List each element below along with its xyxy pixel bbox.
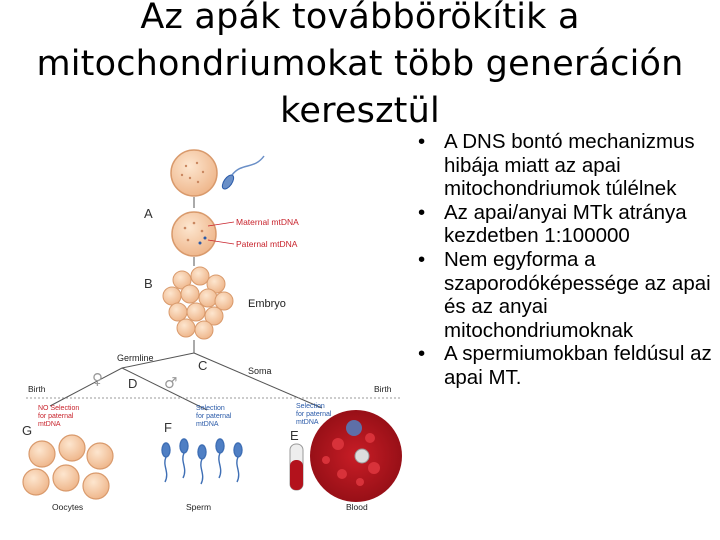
panel-label-f: F bbox=[164, 420, 172, 435]
birth-right-label: Birth bbox=[374, 384, 392, 394]
sperm-panel: F Selection for paternal mtDNA Sperm bbox=[162, 405, 242, 512]
embryo-cell-cluster bbox=[163, 267, 233, 339]
fertilization-panel: A Maternal mtDNA Paternal mtDNA bbox=[144, 150, 299, 256]
panel-label-a: A bbox=[144, 206, 153, 221]
birth-left-label: Birth bbox=[28, 384, 46, 394]
blood-label: Blood bbox=[346, 502, 368, 512]
selection-sperm-line-1: Selection bbox=[196, 405, 225, 412]
zygote-cell bbox=[172, 212, 216, 256]
bullet-item: • A spermiumokban feldúsul az apai MT. bbox=[414, 342, 714, 389]
bullet-item: • Az apai/anyai MTk atránya kezdetben 1:1… bbox=[414, 201, 714, 248]
paternal-mtdna-label: Paternal mtDNA bbox=[236, 239, 298, 249]
slide-title-line-1: Az apák továbbörökítik a bbox=[0, 0, 720, 41]
oocytes-label: Oocytes bbox=[52, 502, 83, 512]
white-blood-cell bbox=[355, 449, 369, 463]
panel-label-d: D bbox=[128, 376, 137, 391]
selection-blood-line-3: mtDNA bbox=[296, 419, 319, 426]
selection-blood-line-1: Selection bbox=[296, 403, 325, 410]
no-selection-line-1: NO Selection bbox=[38, 405, 79, 412]
bullet-item: • Nem egyforma a szaporodóképessége az ap… bbox=[414, 248, 714, 342]
soma-branch bbox=[194, 353, 322, 408]
mtdna-inheritance-diagram: A Maternal mtDNA Paternal mtDNA B Embryo… bbox=[22, 148, 414, 540]
embryo-label: Embryo bbox=[248, 298, 286, 310]
bullet-dot-icon: • bbox=[418, 342, 425, 366]
panel-label-g: G bbox=[22, 423, 32, 438]
sperm-cells bbox=[162, 439, 242, 484]
sperm-cell bbox=[220, 156, 264, 191]
bullet-dot-icon: • bbox=[418, 201, 425, 225]
bullet-dot-icon: • bbox=[418, 130, 425, 154]
no-selection-line-3: mtDNA bbox=[38, 421, 61, 428]
bullet-text: Nem egyforma a szaporodóképessége az apa… bbox=[444, 248, 711, 342]
panel-label-e: E bbox=[290, 428, 299, 443]
white-blood-cell bbox=[346, 420, 362, 436]
lineage-split: C Germline Soma D ♀ ♂ Birth Birth bbox=[26, 340, 400, 410]
bullet-item: • A DNS bontó mechanizmus hibája miatt az… bbox=[414, 130, 714, 201]
panel-label-c: C bbox=[198, 358, 207, 373]
slide-title-line-3: keresztül bbox=[0, 88, 720, 135]
slide-title: Az apák továbbörökítik a mitochondriumok… bbox=[0, 0, 720, 135]
selection-blood-line-2: for paternal bbox=[296, 411, 332, 418]
oocyte-cells bbox=[23, 435, 113, 499]
no-selection-line-2: for paternal bbox=[38, 413, 74, 420]
embryo-panel: B Embryo bbox=[144, 257, 286, 339]
soma-label: Soma bbox=[248, 366, 272, 376]
bullet-text: A spermiumokban feldúsul az apai MT. bbox=[444, 342, 712, 389]
selection-sperm-line-3: mtDNA bbox=[196, 421, 219, 428]
maternal-mtdna-label: Maternal mtDNA bbox=[236, 217, 299, 227]
female-symbol: ♀ bbox=[92, 370, 103, 388]
blood-panel: E Selection for paternal mtDNA Blood bbox=[290, 403, 402, 512]
selection-sperm-line-2: for paternal bbox=[196, 413, 232, 420]
oocytes-panel: G NO Selection for paternal mtDNA Oocyte… bbox=[22, 405, 113, 512]
bullet-text: Az apai/anyai MTk atránya kezdetben 1:10… bbox=[444, 201, 687, 248]
slide-title-line-2: mitochondriumokat több generáción bbox=[0, 41, 720, 88]
germline-label: Germline bbox=[117, 353, 154, 363]
blood-tube bbox=[290, 444, 303, 490]
sperm-label: Sperm bbox=[186, 502, 211, 512]
egg-cell bbox=[171, 150, 217, 196]
bullet-text: A DNS bontó mechanizmus hibája miatt az … bbox=[444, 130, 695, 200]
panel-label-b: B bbox=[144, 276, 153, 291]
bullet-dot-icon: • bbox=[418, 248, 425, 272]
bullet-list: • A DNS bontó mechanizmus hibája miatt az… bbox=[414, 130, 714, 390]
male-symbol: ♂ bbox=[164, 374, 177, 392]
